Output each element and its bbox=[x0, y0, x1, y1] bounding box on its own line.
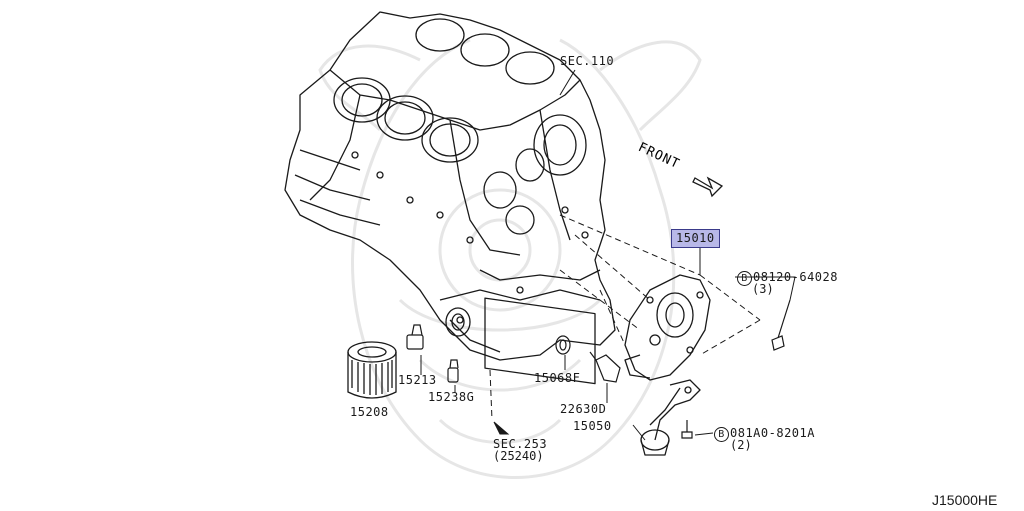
label-15068f[interactable]: 15068F bbox=[534, 371, 581, 385]
oil-strainer bbox=[640, 379, 701, 456]
oil-filter bbox=[347, 341, 397, 399]
label-22630d[interactable]: 22630D bbox=[560, 402, 607, 416]
watermark-emblem bbox=[318, 38, 702, 479]
front-arrow-icon bbox=[692, 176, 724, 198]
bolt-marker-icon: B bbox=[737, 271, 752, 286]
leader-lines bbox=[420, 69, 796, 441]
oil-pump bbox=[624, 274, 711, 381]
sec253-arrow-icon bbox=[493, 421, 510, 435]
label-sec-253[interactable]: SEC.253 bbox=[493, 437, 548, 451]
engine-block bbox=[284, 11, 616, 385]
bolt-08120-code: 08120-64028 bbox=[753, 270, 838, 284]
bolt-08120-qty: (3) bbox=[752, 282, 774, 296]
label-15238g[interactable]: 15238G bbox=[428, 390, 475, 404]
diagram-code: J15000HE bbox=[932, 492, 998, 508]
bolt-081a0-qty: (2) bbox=[730, 438, 752, 452]
small-parts bbox=[406, 299, 791, 439]
dashed-lines bbox=[489, 214, 761, 421]
label-sec-253-ref: (25240) bbox=[493, 449, 544, 463]
label-15213[interactable]: 15213 bbox=[398, 373, 437, 387]
bolt-081a0-code: 081A0-8201A bbox=[730, 426, 815, 440]
label-sec-110[interactable]: SEC.110 bbox=[560, 54, 615, 68]
bolt-marker-icon: B bbox=[714, 427, 729, 442]
label-15050[interactable]: 15050 bbox=[573, 419, 612, 433]
label-15010[interactable]: 15010 bbox=[671, 229, 720, 248]
label-15208[interactable]: 15208 bbox=[350, 405, 389, 419]
